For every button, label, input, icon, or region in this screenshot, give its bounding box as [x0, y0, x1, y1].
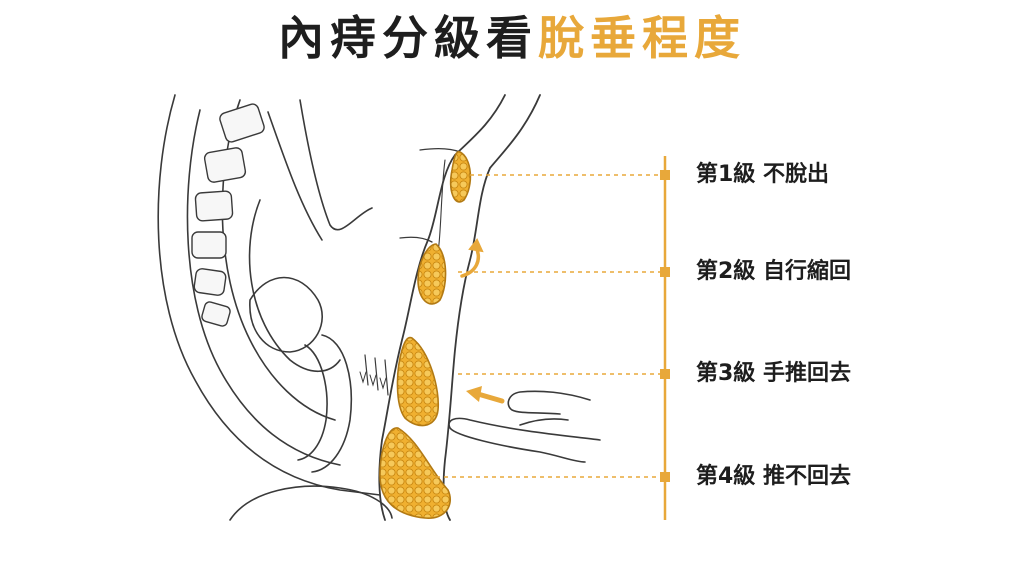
- vertebrae: [191, 103, 265, 327]
- hemorrhoid-grade-4: [379, 427, 451, 519]
- body-outline: [229, 354, 393, 521]
- leader-lines: [420, 174, 662, 478]
- hemorrhoid-grade-3: [396, 336, 440, 427]
- return-arrow-head: [468, 238, 484, 253]
- grade-3-label: 第3級 手推回去: [696, 361, 851, 386]
- grade-1-label: 第1級 不脫出: [696, 162, 829, 187]
- grade-4-label: 第4級 推不回去: [696, 464, 851, 489]
- page-title: 內痔分級看脫垂程度: [0, 6, 1024, 70]
- hemorrhoid-grade-1: [449, 150, 472, 203]
- push-arrow-head: [466, 386, 482, 402]
- grade-markers: [660, 170, 670, 482]
- grade-2-label: 第2級 自行縮回: [696, 259, 851, 284]
- hemorrhoid-grade-2: [417, 243, 447, 305]
- push-arrow-icon: [475, 391, 505, 404]
- hand-illustration: [448, 390, 601, 463]
- title-main: 內痔分級看: [278, 11, 538, 65]
- pelvis-outline: [157, 94, 381, 496]
- hemorrhoids: [379, 150, 472, 519]
- title-highlight: 脫垂程度: [538, 11, 746, 65]
